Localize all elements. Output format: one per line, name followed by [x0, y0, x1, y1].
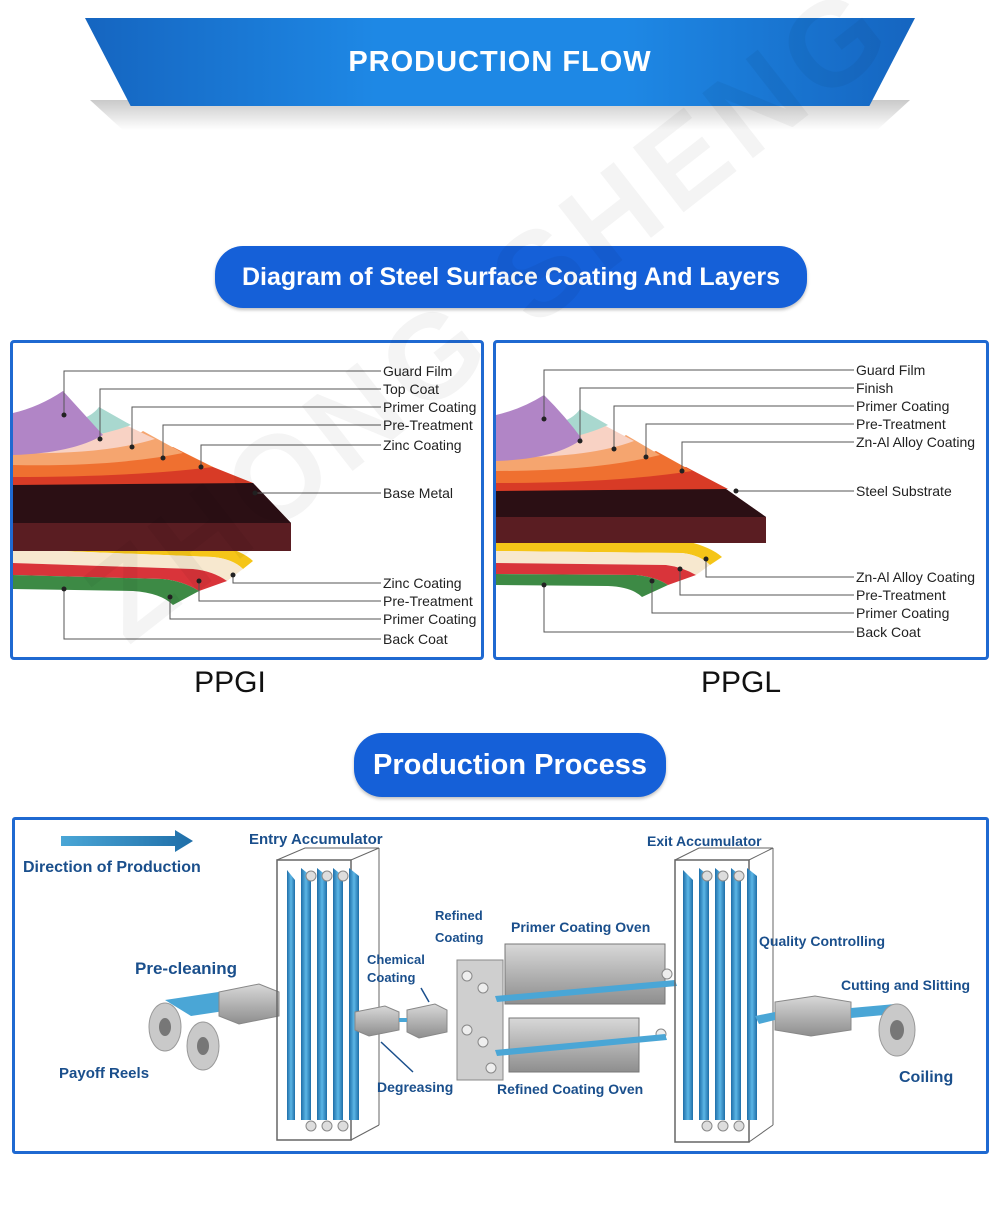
chemical-coating-unit	[406, 1003, 448, 1039]
header-banner	[85, 18, 915, 106]
label-coiling: Coiling	[899, 1069, 953, 1086]
exit-accumulator-tower	[674, 847, 774, 1143]
section-heading-process: Production Process	[354, 733, 666, 797]
ppgi-leader-lines: Guard Film Top Coat Primer Coating Pre-T…	[61, 363, 476, 647]
ppgi-label-top-coat: Top Coat	[383, 381, 439, 397]
label-chemical-coating-line2: Coating	[367, 970, 415, 985]
label-primer-coating-oven: Primer Coating Oven	[511, 919, 650, 935]
ppgl-label-steel-substrate: Steel Substrate	[856, 483, 952, 499]
label-degreasing: Degreasing	[377, 1079, 453, 1095]
ppgl-label-guard-film: Guard Film	[856, 362, 925, 378]
ppgi-label-back-coat: Back Coat	[383, 631, 448, 647]
ppgl-label-bottom-zn-al-alloy-coating: Zn-Al Alloy Coating	[856, 569, 975, 585]
ppgi-label-zinc-coating: Zinc Coating	[383, 437, 462, 453]
ppgi-label-bottom-pre-treatment: Pre-Treatment	[383, 593, 473, 609]
label-entry-accumulator: Entry Accumulator	[249, 831, 383, 848]
ppgl-label-zn-al-alloy-coating: Zn-Al Alloy Coating	[856, 434, 975, 450]
label-refined-coating-line2: Coating	[435, 930, 483, 945]
ppgl-label-finish: Finish	[856, 380, 893, 396]
label-refined-coating-line1: Refined	[435, 908, 483, 923]
ppgi-layers-diagram: Guard Film Top Coat Primer Coating Pre-T…	[10, 340, 484, 660]
ppgl-label-back-coat: Back Coat	[856, 624, 921, 640]
ppgl-layers-diagram: Guard Film Finish Primer Coating Pre-Tre…	[493, 340, 989, 660]
ppgi-layers-illustration	[13, 391, 291, 605]
coating-roller-stand	[456, 959, 504, 1081]
ppgl-label-bottom-pre-treatment: Pre-Treatment	[856, 587, 946, 603]
ppgl-leader-lines: Guard Film Finish Primer Coating Pre-Tre…	[541, 362, 975, 640]
section-heading-diagram: Diagram of Steel Surface Coating And Lay…	[215, 246, 807, 308]
label-chemical-coating-line1: Chemical	[367, 952, 425, 967]
ppgi-label-pre-treatment: Pre-Treatment	[383, 417, 473, 433]
ppgl-label-pre-treatment: Pre-Treatment	[856, 416, 946, 432]
ppgi-label-guard-film: Guard Film	[383, 363, 452, 379]
label-payoff-reels: Payoff Reels	[59, 1065, 149, 1082]
label-quality-controlling: Quality Controlling	[759, 933, 885, 949]
production-process-diagram: Direction of Production Entry Accumulato…	[12, 817, 989, 1154]
entry-accumulator-tower	[276, 847, 380, 1141]
page-title: PRODUCTION FLOW	[348, 46, 652, 78]
payoff-reels-icon	[148, 988, 271, 1071]
caption-ppgl: PPGL	[700, 666, 782, 699]
coiling-reel-icon	[878, 1003, 916, 1057]
ppgl-label-bottom-primer-coating: Primer Coating	[856, 605, 949, 621]
label-direction-of-production: Direction of Production	[23, 859, 201, 876]
ppgi-label-bottom-primer-coating: Primer Coating	[383, 611, 476, 627]
label-exit-accumulator: Exit Accumulator	[647, 833, 762, 849]
cutting-slitting-unit	[774, 995, 852, 1037]
pre-cleaning-unit	[218, 983, 280, 1025]
ppgi-label-base-metal: Base Metal	[383, 485, 453, 501]
production-line-illustration: Direction of Production Entry Accumulato…	[23, 830, 970, 1143]
label-pre-cleaning: Pre-cleaning	[135, 959, 237, 978]
caption-ppgi: PPGI	[194, 666, 266, 699]
label-refined-coating-oven: Refined Coating Oven	[497, 1081, 643, 1097]
ppgi-label-primer-coating: Primer Coating	[383, 399, 476, 415]
ppgl-label-primer-coating: Primer Coating	[856, 398, 949, 414]
direction-arrow-icon	[61, 830, 193, 852]
label-cutting-and-slitting: Cutting and Slitting	[841, 977, 970, 993]
degreasing-unit	[354, 1005, 400, 1037]
ppgi-label-bottom-zinc-coating: Zinc Coating	[383, 575, 462, 591]
